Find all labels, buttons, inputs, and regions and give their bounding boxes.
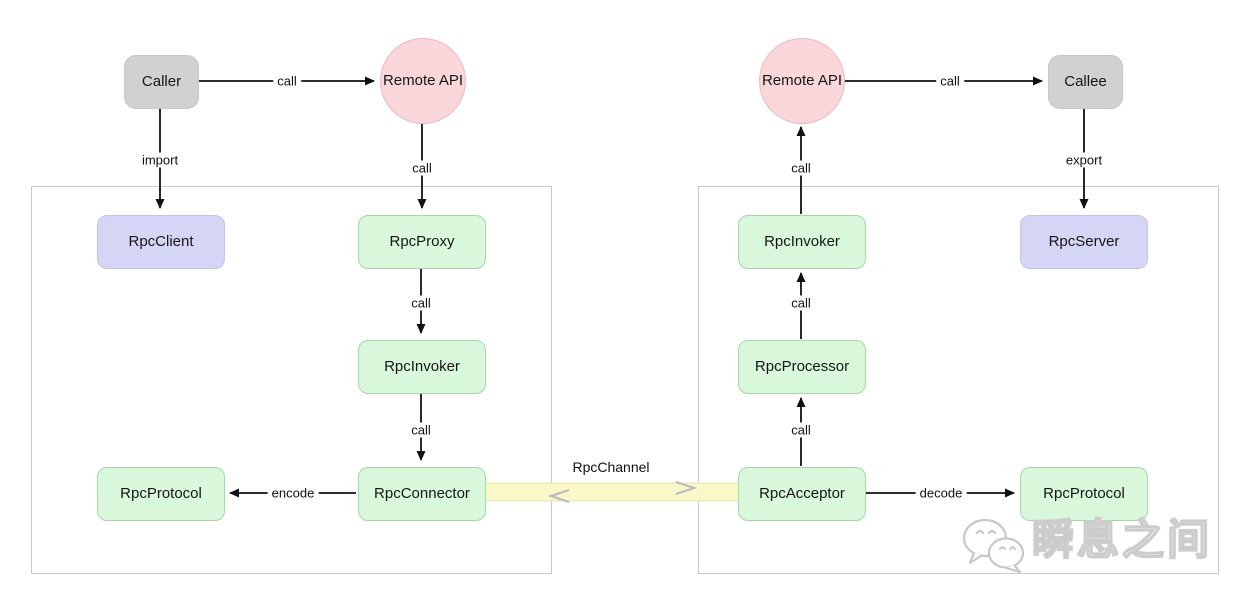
node-rpc-proxy: RpcProxy bbox=[358, 215, 486, 269]
channel-arrow-right-icon bbox=[675, 480, 698, 496]
client-boundary-box bbox=[31, 186, 552, 574]
node-callee: Callee bbox=[1048, 55, 1123, 109]
node-remote-api-server: Remote API bbox=[759, 38, 845, 124]
node-rpc-invoker-server: RpcInvoker bbox=[738, 215, 866, 269]
edge-label-call-processor: call bbox=[787, 295, 815, 311]
edge-label-call-remote-api-right: call bbox=[936, 73, 964, 89]
node-caller: Caller bbox=[124, 55, 199, 109]
node-rpc-acceptor: RpcAcceptor bbox=[738, 467, 866, 521]
edge-label-rpc-channel: RpcChannel bbox=[572, 459, 650, 475]
channel-arrow-left-icon bbox=[547, 488, 570, 504]
watermark-text: 瞬息之间 bbox=[1031, 516, 1213, 563]
edge-label-call-invoker-left: call bbox=[407, 422, 435, 438]
watermark: 瞬息之间 bbox=[960, 513, 1212, 573]
edge-label-call-invoker-right: call bbox=[787, 160, 815, 176]
edge-label-encode: encode bbox=[267, 485, 319, 501]
node-rpc-server: RpcServer bbox=[1020, 215, 1148, 269]
wechat-icon bbox=[962, 518, 1025, 573]
node-rpc-invoker-client: RpcInvoker bbox=[358, 340, 486, 394]
edge-label-call-acceptor: call bbox=[787, 422, 815, 438]
edge-label-call-remote-api-left: call bbox=[408, 160, 436, 176]
node-rpc-processor: RpcProcessor bbox=[738, 340, 866, 394]
edge-label-call-proxy: call bbox=[407, 295, 435, 311]
node-rpc-client: RpcClient bbox=[97, 215, 225, 269]
server-boundary-box bbox=[698, 186, 1219, 574]
edge-label-export: export bbox=[1061, 152, 1107, 168]
node-rpc-connector: RpcConnector bbox=[358, 467, 486, 521]
edge-label-call-caller: call bbox=[273, 73, 301, 89]
node-rpc-protocol-client: RpcProtocol bbox=[97, 467, 225, 521]
node-rpc-protocol-server: RpcProtocol bbox=[1020, 467, 1148, 521]
edge-label-import: import bbox=[137, 152, 183, 168]
rpc-channel-band bbox=[481, 480, 740, 504]
node-remote-api-client: Remote API bbox=[380, 38, 466, 124]
edge-label-decode: decode bbox=[915, 485, 967, 501]
